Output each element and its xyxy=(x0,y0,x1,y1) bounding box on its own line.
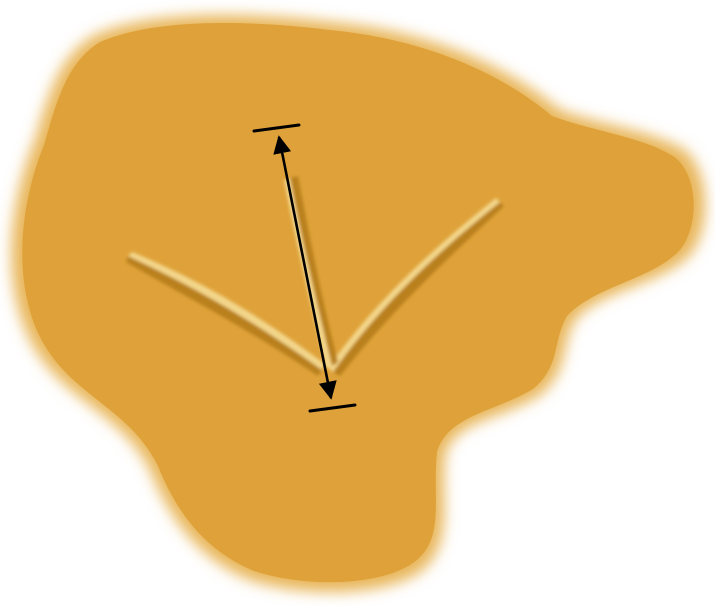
crack-length-diagram xyxy=(0,0,715,606)
